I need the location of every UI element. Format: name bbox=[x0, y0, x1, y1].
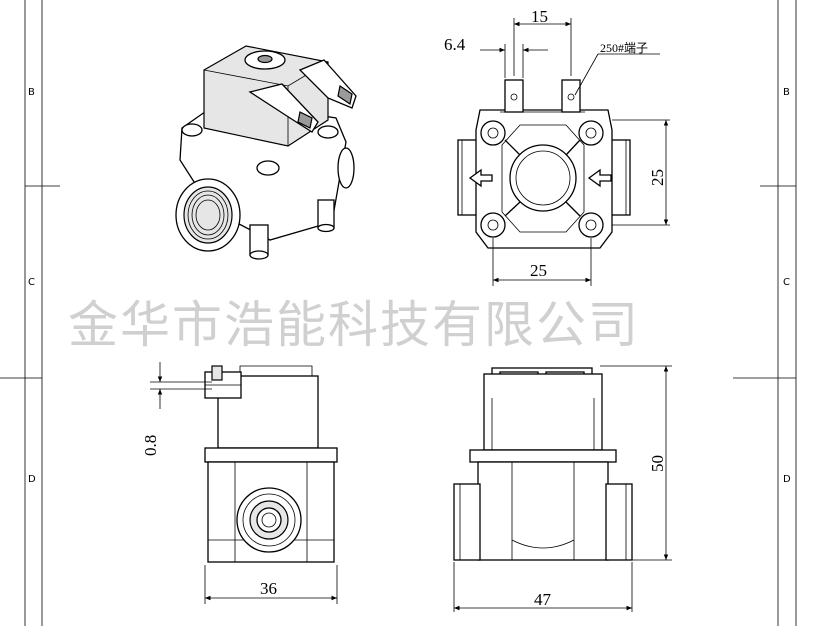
dim-total-width: 47 bbox=[534, 590, 552, 609]
dim-terminal-width: 6.4 bbox=[444, 35, 466, 54]
zone-label-right-c: C bbox=[783, 277, 790, 288]
terminal-note: 250#端子 bbox=[600, 41, 648, 55]
left-arrow-icon bbox=[587, 168, 612, 188]
company-watermark: 金华市浩能科技有限公司 bbox=[68, 296, 640, 354]
zone-label-right-d: D bbox=[783, 474, 791, 485]
zone-label-left-c: C bbox=[28, 277, 35, 288]
dim-port-height: 25 bbox=[648, 169, 667, 186]
sheet-border bbox=[0, 0, 797, 626]
dim-terminal-thickness: 0.8 bbox=[141, 435, 160, 456]
dim-total-height: 50 bbox=[648, 455, 667, 472]
top-view bbox=[457, 79, 631, 249]
zone-label-right-b: B bbox=[783, 87, 790, 98]
front-view bbox=[453, 367, 633, 561]
side-view bbox=[204, 365, 338, 563]
top-view-dimensions: 15 6.4 250#端子 25 25 bbox=[444, 7, 670, 286]
side-view-dimensions: 0.8 36 bbox=[141, 362, 338, 604]
zone-label-left-b: B bbox=[28, 87, 35, 98]
front-view-dimensions: 50 47 bbox=[453, 365, 672, 612]
left-arrow-icon bbox=[468, 168, 493, 188]
dim-terminal-spacing: 15 bbox=[531, 7, 548, 26]
zone-label-left-d: D bbox=[28, 474, 36, 485]
dim-port-width: 25 bbox=[530, 261, 547, 280]
isometric-view bbox=[175, 45, 357, 260]
dim-side-width: 36 bbox=[260, 579, 277, 598]
